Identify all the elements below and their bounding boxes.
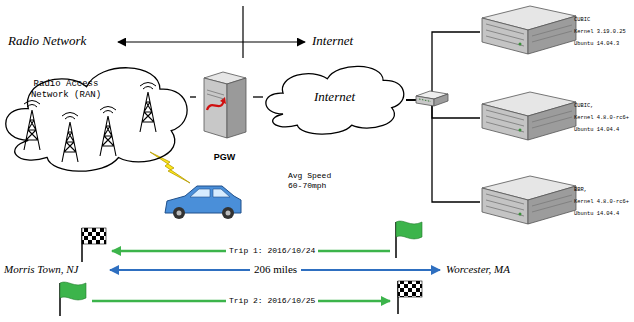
text-block: CUBICKernel 3.19.0.25Ubuntu 14.04.3 (574, 14, 632, 50)
trip-label: Trip 2: 2016/10/25 (226, 295, 318, 306)
connector-line (190, 96, 196, 97)
text-block: BBR,Kernel 4.8.0-rc6+Ubuntu 14.04.4 (574, 184, 632, 220)
node-text: Ubuntu 14.04.3 (574, 38, 632, 50)
node-text: Kernel 3.19.0.25 (574, 26, 632, 38)
network-switch (416, 91, 448, 106)
cloud-outline (2, 55, 190, 177)
text-block: Internet (263, 89, 406, 104)
city-label: Worcester, MA (446, 263, 510, 275)
speed-note: Avg Speed 60-70mph (288, 171, 338, 191)
node-text: Radio Access Network (RAN) (14, 79, 118, 101)
text-block: Radio Access Network (RAN) (14, 79, 118, 101)
node-text: CUBIC (574, 14, 632, 26)
cloud-region: Radio Access Network (RAN) (2, 55, 190, 177)
server-node: CUBIC,Kernel 4.8.0-rc6+Ubuntu 14.04.4 (480, 88, 634, 148)
server-icons (482, 6, 576, 224)
node-text: PGW (196, 152, 253, 163)
node-text: Ubuntu 14.04.4 (574, 124, 632, 136)
finish-flag (82, 228, 106, 262)
gateway-node: PGW (196, 66, 253, 164)
connector-line (406, 32, 480, 100)
text-block: CUBIC,Kernel 4.8.0-rc6+Ubuntu 14.04.4 (574, 100, 632, 136)
node-text: Kernel 4.8.0-rc6+ (574, 112, 632, 124)
start-flag (396, 221, 422, 258)
cloud-region: Internet (263, 58, 406, 138)
region-label: Internet (312, 33, 353, 49)
cloud-outline (6, 68, 187, 171)
wireless-link (150, 152, 190, 183)
node-text: BBR, (574, 184, 632, 196)
server-node: BBR,Kernel 4.8.0-rc6+Ubuntu 14.04.4 (480, 172, 634, 232)
finish-flag (398, 281, 422, 314)
server-node: CUBICKernel 3.19.0.25Ubuntu 14.04.3 (480, 2, 634, 62)
network-divider (118, 6, 305, 58)
car (165, 186, 241, 219)
text-block: PGW (196, 152, 253, 163)
connector-line (406, 100, 480, 202)
node-text: Kernel 4.8.0-rc6+ (574, 196, 632, 208)
trip-label: Trip 1: 2016/10/24 (226, 245, 318, 256)
connector-line (253, 96, 263, 97)
node-text: Internet (263, 89, 406, 104)
start-flag (60, 282, 86, 316)
city-label: Morris Town, NJ (4, 263, 78, 275)
node-text: CUBIC, (574, 100, 632, 112)
node-text: Ubuntu 14.04.4 (574, 208, 632, 220)
pgw-icon (204, 72, 246, 138)
region-label: Radio Network (8, 33, 86, 49)
distance-label: 206 miles (250, 263, 301, 275)
